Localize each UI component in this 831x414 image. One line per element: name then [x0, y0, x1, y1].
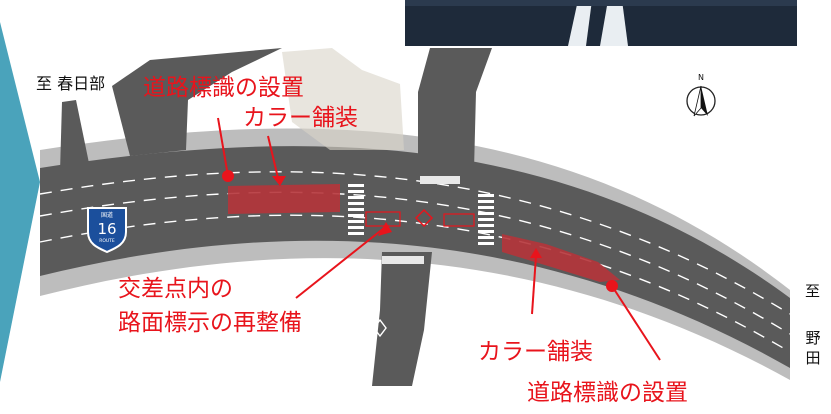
sign-installation-label-bottom: 道路標識の設置: [527, 380, 688, 406]
crosswalk-stripe: [348, 226, 364, 229]
direction-noda-label: 野田: [805, 329, 821, 368]
lane-markings: [39, 171, 791, 353]
crosswalk-stripe: [348, 184, 364, 187]
colored-paving-label-top: カラー舗装: [243, 105, 358, 131]
south-diamond: [373, 318, 387, 338]
crosswalk-stripe: [478, 224, 494, 227]
colored-paving-label-bottom: カラー舗装: [478, 339, 593, 365]
sign-marker-bottom: [606, 280, 618, 292]
sign-marker-top: [222, 170, 234, 182]
crosswalk-stripe: [478, 212, 494, 215]
crosswalk-stripe: [478, 242, 494, 245]
intersection-marking-label-line2: 路面標示の再整備: [118, 310, 302, 336]
crosswalk-stripe: [478, 236, 494, 239]
sign-installation-label-top: 道路標識の設置: [143, 75, 304, 101]
arrowhead-paving-bottom: [530, 248, 542, 258]
shield-number: 16: [97, 220, 116, 238]
crosswalk-stripe: [478, 206, 494, 209]
crosswalk-stripe: [348, 214, 364, 217]
shield-caption: ROUTE: [99, 238, 115, 244]
route-16-shield: 国道 16 ROUTE: [87, 207, 127, 254]
arrow-panel: [0, 22, 40, 382]
left-spur-road: [60, 100, 90, 172]
shield-kanji: 国道: [101, 211, 113, 219]
crosswalk-stripe: [348, 190, 364, 193]
crosswalk-stripe: [478, 194, 494, 197]
intersection-marking-2: [443, 213, 475, 227]
compass-letter: N: [698, 73, 704, 82]
colored-pavement-west: [228, 184, 340, 214]
main-road: [40, 146, 790, 368]
crosswalk-stripe: [348, 202, 364, 205]
annotation-leaders: [217, 117, 661, 361]
crosswalk-stripe: [348, 232, 364, 235]
north-arrow-icon: [701, 86, 708, 116]
direction-kasukabe-label: 至 春日部: [36, 74, 106, 93]
photo-inset: [405, 0, 797, 46]
crosswalk-stripe: [478, 218, 494, 221]
north-branch-road: [418, 48, 492, 172]
crosswalk-stripe: [348, 220, 364, 223]
intersection-diamond: [414, 208, 434, 228]
crosswalk-stripe: [478, 200, 494, 203]
colored-pavement-east: [502, 234, 620, 282]
direction-to-label: 至: [805, 282, 821, 300]
arrowhead-intersection: [378, 222, 392, 236]
south-branch-road: [372, 252, 432, 386]
arrowhead-paving-top: [272, 176, 286, 186]
crosswalk-stripe: [348, 196, 364, 199]
intersection-marking-1: [365, 211, 401, 227]
north-compass: N: [686, 73, 716, 117]
crosswalks: [348, 176, 494, 264]
crosswalk-stripe: [348, 208, 364, 211]
crosswalk-stripe: [478, 230, 494, 233]
intersection-marking-label-line1: 交差点内の: [118, 276, 233, 302]
northwest-branch-road: [112, 48, 282, 156]
building-lot: [282, 48, 404, 150]
